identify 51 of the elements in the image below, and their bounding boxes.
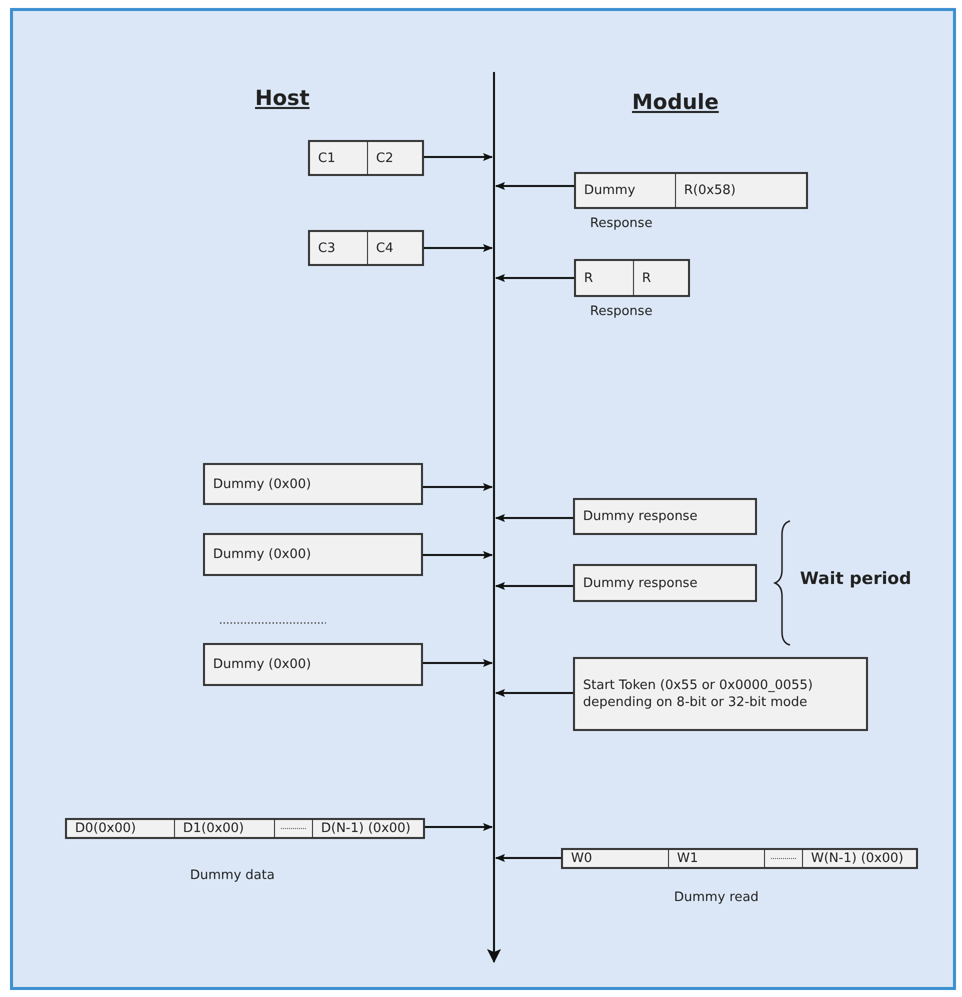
packet-field: C2 bbox=[368, 142, 426, 174]
box-text: Start Token (0x55 or 0x0000_0055) depending on 8-bit or 32-bit mode bbox=[582, 677, 814, 712]
node-label: Dummy data bbox=[190, 868, 275, 883]
arrow bbox=[495, 274, 574, 282]
node-label: Response bbox=[590, 216, 652, 231]
packet-field: D0(0x00) bbox=[67, 820, 175, 837]
packet-box bbox=[203, 533, 423, 576]
packet-box bbox=[203, 463, 423, 505]
packet-field: C1 bbox=[310, 142, 368, 174]
box-text: Dummy response bbox=[582, 574, 698, 592]
column-heading: Host bbox=[255, 86, 310, 110]
packet-box bbox=[203, 643, 423, 686]
arrow bbox=[424, 244, 493, 252]
packet-field: C4 bbox=[368, 232, 426, 264]
arrow bbox=[423, 483, 493, 491]
packet-field: R bbox=[634, 261, 692, 295]
arrow bbox=[424, 153, 493, 161]
packet-field: C3 bbox=[310, 232, 368, 264]
arrow bbox=[423, 659, 493, 667]
box-text: Dummy (0x00) bbox=[212, 656, 312, 674]
arrow bbox=[495, 182, 574, 190]
packet-frame bbox=[574, 172, 808, 209]
column-heading: Module bbox=[632, 90, 719, 114]
bracket-label: Wait period bbox=[800, 569, 912, 589]
node-label: Dummy read bbox=[674, 890, 759, 905]
packet-box bbox=[573, 498, 757, 535]
packet-field: W(N-1) (0x00) bbox=[803, 850, 920, 867]
packet-field: Dummy bbox=[576, 174, 676, 207]
packet-frame bbox=[561, 848, 918, 869]
box-text: Dummy (0x00) bbox=[212, 546, 312, 564]
packet-field: D1(0x00) bbox=[175, 820, 275, 837]
packet-field: R bbox=[576, 261, 634, 295]
packet-box bbox=[573, 564, 757, 602]
packet-frame bbox=[308, 230, 424, 266]
packet-field: R(0x58) bbox=[676, 174, 810, 207]
arrow bbox=[425, 823, 493, 831]
packet-frame bbox=[65, 818, 425, 839]
arrow bbox=[495, 689, 573, 697]
arrow bbox=[495, 854, 561, 862]
arrow bbox=[423, 551, 493, 559]
arrow bbox=[495, 582, 573, 590]
packet-field: W0 bbox=[563, 850, 669, 867]
node-label: Response bbox=[590, 304, 652, 319]
arrow bbox=[495, 514, 573, 522]
packet-frame bbox=[574, 259, 690, 297]
packet-box bbox=[573, 657, 868, 731]
box-text: Dummy response bbox=[582, 508, 698, 526]
packet-field: W1 bbox=[669, 850, 765, 867]
packet-frame bbox=[308, 140, 424, 176]
packet-field: D(N-1) (0x00) bbox=[313, 820, 427, 837]
box-text: Dummy (0x00) bbox=[212, 476, 312, 494]
